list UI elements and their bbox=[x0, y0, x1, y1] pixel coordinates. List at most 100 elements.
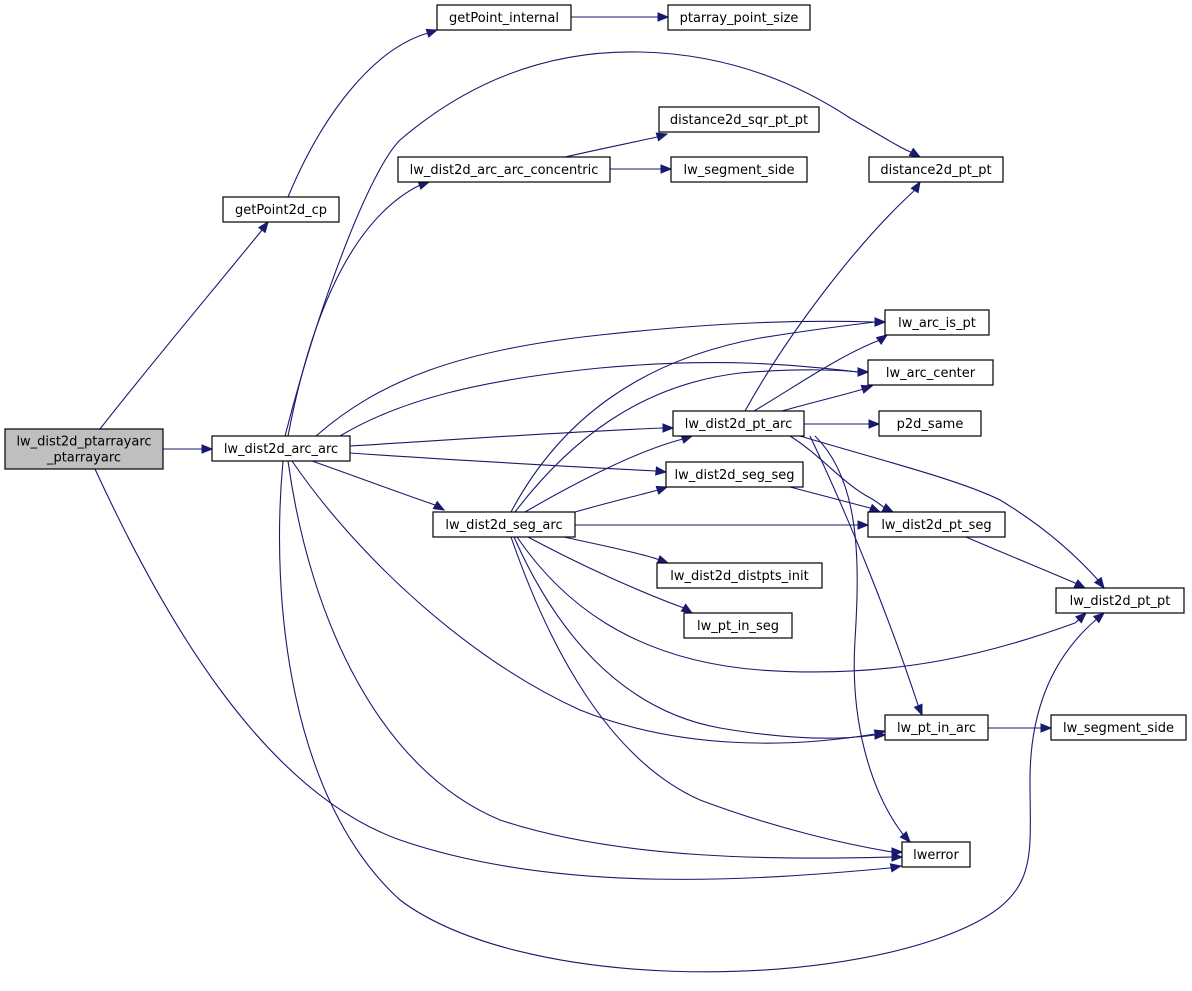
arrowhead-icon bbox=[913, 703, 923, 717]
node-lw-dist2d-arc-arc-concentric[interactable]: lw_dist2d_arc_arc_concentric bbox=[397, 156, 611, 183]
node-box[interactable] bbox=[222, 196, 340, 223]
arrowhead-icon bbox=[857, 367, 870, 377]
arrowhead-icon bbox=[1093, 576, 1105, 590]
edge-line bbox=[278, 460, 1105, 973]
node-box[interactable] bbox=[397, 156, 611, 183]
edge-line bbox=[94, 468, 902, 880]
edges-layer bbox=[94, 12, 1106, 973]
node-box[interactable] bbox=[4, 428, 164, 470]
edge-lw_dist2d_pt_arc-to-lwerror bbox=[814, 435, 911, 844]
edge-line bbox=[315, 320, 885, 437]
node-box[interactable] bbox=[436, 4, 572, 31]
node-label: lw_dist2d_ptarrayarc bbox=[16, 435, 151, 450]
edge-line bbox=[287, 29, 438, 198]
node-label: lw_dist2d_distpts_init bbox=[670, 569, 808, 584]
node-lw-dist2d-pt-arc[interactable]: lw_dist2d_pt_arc bbox=[672, 410, 805, 437]
edge-lw_dist2d_pt_arc-to-lw_pt_in_arc bbox=[809, 435, 923, 717]
node-box[interactable] bbox=[672, 410, 805, 437]
node-box[interactable] bbox=[432, 511, 576, 538]
edge-lw_dist2d_seg_arc-to-lw_dist2d_pt_arc bbox=[524, 434, 694, 513]
edge-lw_dist2d_arc_arc-to-lw_dist2d_seg_seg bbox=[349, 452, 668, 476]
node-lw-arc-is-pt[interactable]: lw_arc_is_pt bbox=[884, 309, 990, 336]
edge-line bbox=[563, 536, 669, 564]
edge-lw_dist2d_pt_seg-to-lw_dist2d_pt_pt bbox=[965, 536, 1087, 589]
node-box[interactable] bbox=[658, 106, 820, 133]
edge-line bbox=[527, 536, 693, 614]
node-box[interactable] bbox=[665, 461, 804, 488]
node-label: lwerror bbox=[913, 848, 959, 863]
node-box[interactable] bbox=[211, 435, 351, 462]
edge-line bbox=[809, 435, 923, 716]
node-lw-pt-in-arc[interactable]: lw_pt_in_arc bbox=[884, 714, 989, 741]
edge-line bbox=[789, 486, 881, 513]
node-lw-dist2d-pt-seg[interactable]: lw_dist2d_pt_seg bbox=[867, 511, 1006, 538]
node-box[interactable] bbox=[683, 612, 793, 639]
node-box[interactable] bbox=[867, 359, 994, 386]
edge-lw_dist2d_arc_arc-to-distance2d_pt_pt bbox=[284, 51, 922, 437]
node-label: getPoint_internal bbox=[449, 11, 559, 26]
node-p2d-same[interactable]: p2d_same bbox=[878, 410, 982, 437]
edge-line bbox=[510, 321, 885, 513]
arrowhead-icon bbox=[657, 12, 670, 22]
node-box[interactable] bbox=[868, 156, 1004, 183]
node-label: lw_pt_in_arc bbox=[897, 721, 976, 736]
node-box[interactable] bbox=[1050, 714, 1187, 741]
node-distance2d-pt-pt[interactable]: distance2d_pt_pt bbox=[868, 156, 1004, 183]
node-box[interactable] bbox=[901, 841, 971, 868]
edge-lw_dist2d_arc_arc-to-lw_dist2d_pt_arc bbox=[349, 423, 675, 447]
node-label: _ptarrayarc bbox=[46, 451, 121, 466]
edge-line bbox=[513, 536, 885, 739]
node-lw-dist2d-arc-arc[interactable]: lw_dist2d_arc_arc bbox=[211, 435, 351, 462]
node-lw-segment-side[interactable]: lw_segment_side bbox=[1050, 714, 1187, 741]
edge-line bbox=[965, 536, 1086, 589]
node-box[interactable] bbox=[667, 4, 811, 31]
edge-line bbox=[744, 181, 921, 412]
node-box[interactable] bbox=[884, 714, 989, 741]
node-box[interactable] bbox=[884, 309, 990, 336]
node-box[interactable] bbox=[670, 156, 808, 183]
node-box[interactable] bbox=[1055, 587, 1185, 614]
nodes-layer: lw_dist2d_ptarrayarc_ptarrayarclw_dist2d… bbox=[4, 4, 1187, 868]
node-distance2d-sqr-pt-pt[interactable]: distance2d_sqr_pt_pt bbox=[658, 106, 820, 133]
node-getPoint-internal[interactable]: getPoint_internal bbox=[436, 4, 572, 31]
node-box[interactable] bbox=[878, 410, 982, 437]
node-root[interactable]: lw_dist2d_ptarrayarc_ptarrayarc bbox=[4, 428, 164, 470]
arrowhead-icon bbox=[910, 180, 921, 194]
node-lw-dist2d-distpts-init[interactable]: lw_dist2d_distpts_init bbox=[656, 562, 823, 589]
edge-getPoint_internal-to-ptarray_point_size bbox=[571, 12, 670, 22]
node-lw-pt-in-seg[interactable]: lw_pt_in_seg bbox=[683, 612, 793, 639]
node-label: lw_segment_side bbox=[684, 163, 795, 178]
arrowhead-icon bbox=[432, 500, 446, 511]
node-label: p2d_same bbox=[897, 417, 964, 432]
node-lw-dist2d-pt-pt[interactable]: lw_dist2d_pt_pt bbox=[1055, 587, 1185, 614]
edge-line bbox=[291, 460, 886, 744]
arrowhead-icon bbox=[857, 520, 870, 530]
arrowhead-icon bbox=[656, 554, 670, 564]
arrowhead-icon bbox=[860, 384, 874, 394]
node-ptarray-point-size[interactable]: ptarray_point_size bbox=[667, 4, 811, 31]
node-getPoint2d-cp[interactable]: getPoint2d_cp bbox=[222, 196, 340, 223]
arrowhead-icon bbox=[874, 317, 887, 327]
node-label: getPoint2d_cp bbox=[235, 203, 327, 218]
node-label: lw_dist2d_seg_seg bbox=[674, 468, 794, 483]
arrowhead-icon bbox=[680, 603, 694, 614]
node-label: lw_dist2d_arc_arc bbox=[224, 442, 338, 457]
node-lw-segment-side-top[interactable]: lw_segment_side bbox=[670, 156, 808, 183]
edge-line bbox=[789, 435, 894, 513]
edge-lw_dist2d_seg_arc-to-lw_pt_in_arc bbox=[513, 536, 887, 740]
edge-line bbox=[514, 369, 868, 513]
arrowhead-icon bbox=[655, 485, 669, 495]
node-lw-dist2d-seg-arc[interactable]: lw_dist2d_seg_arc bbox=[432, 511, 576, 538]
edge-lw_dist2d_seg_arc-to-lw_dist2d_distpts_init bbox=[563, 536, 670, 564]
node-box[interactable] bbox=[656, 562, 823, 589]
arrowhead-icon bbox=[1075, 612, 1087, 624]
edge-lw_dist2d_seg_arc-to-lw_dist2d_pt_seg bbox=[575, 520, 870, 530]
edge-line bbox=[799, 435, 1105, 589]
node-box[interactable] bbox=[867, 511, 1006, 538]
node-lwerror[interactable]: lwerror bbox=[901, 841, 971, 868]
edge-lw_dist2d_seg_arc-to-lw_dist2d_seg_seg bbox=[574, 485, 669, 513]
node-lw-dist2d-seg-seg[interactable]: lw_dist2d_seg_seg bbox=[665, 461, 804, 488]
node-lw-arc-center[interactable]: lw_arc_center bbox=[867, 359, 994, 386]
arrowhead-icon bbox=[868, 419, 881, 429]
node-label: lw_dist2d_arc_arc_concentric bbox=[410, 163, 599, 178]
